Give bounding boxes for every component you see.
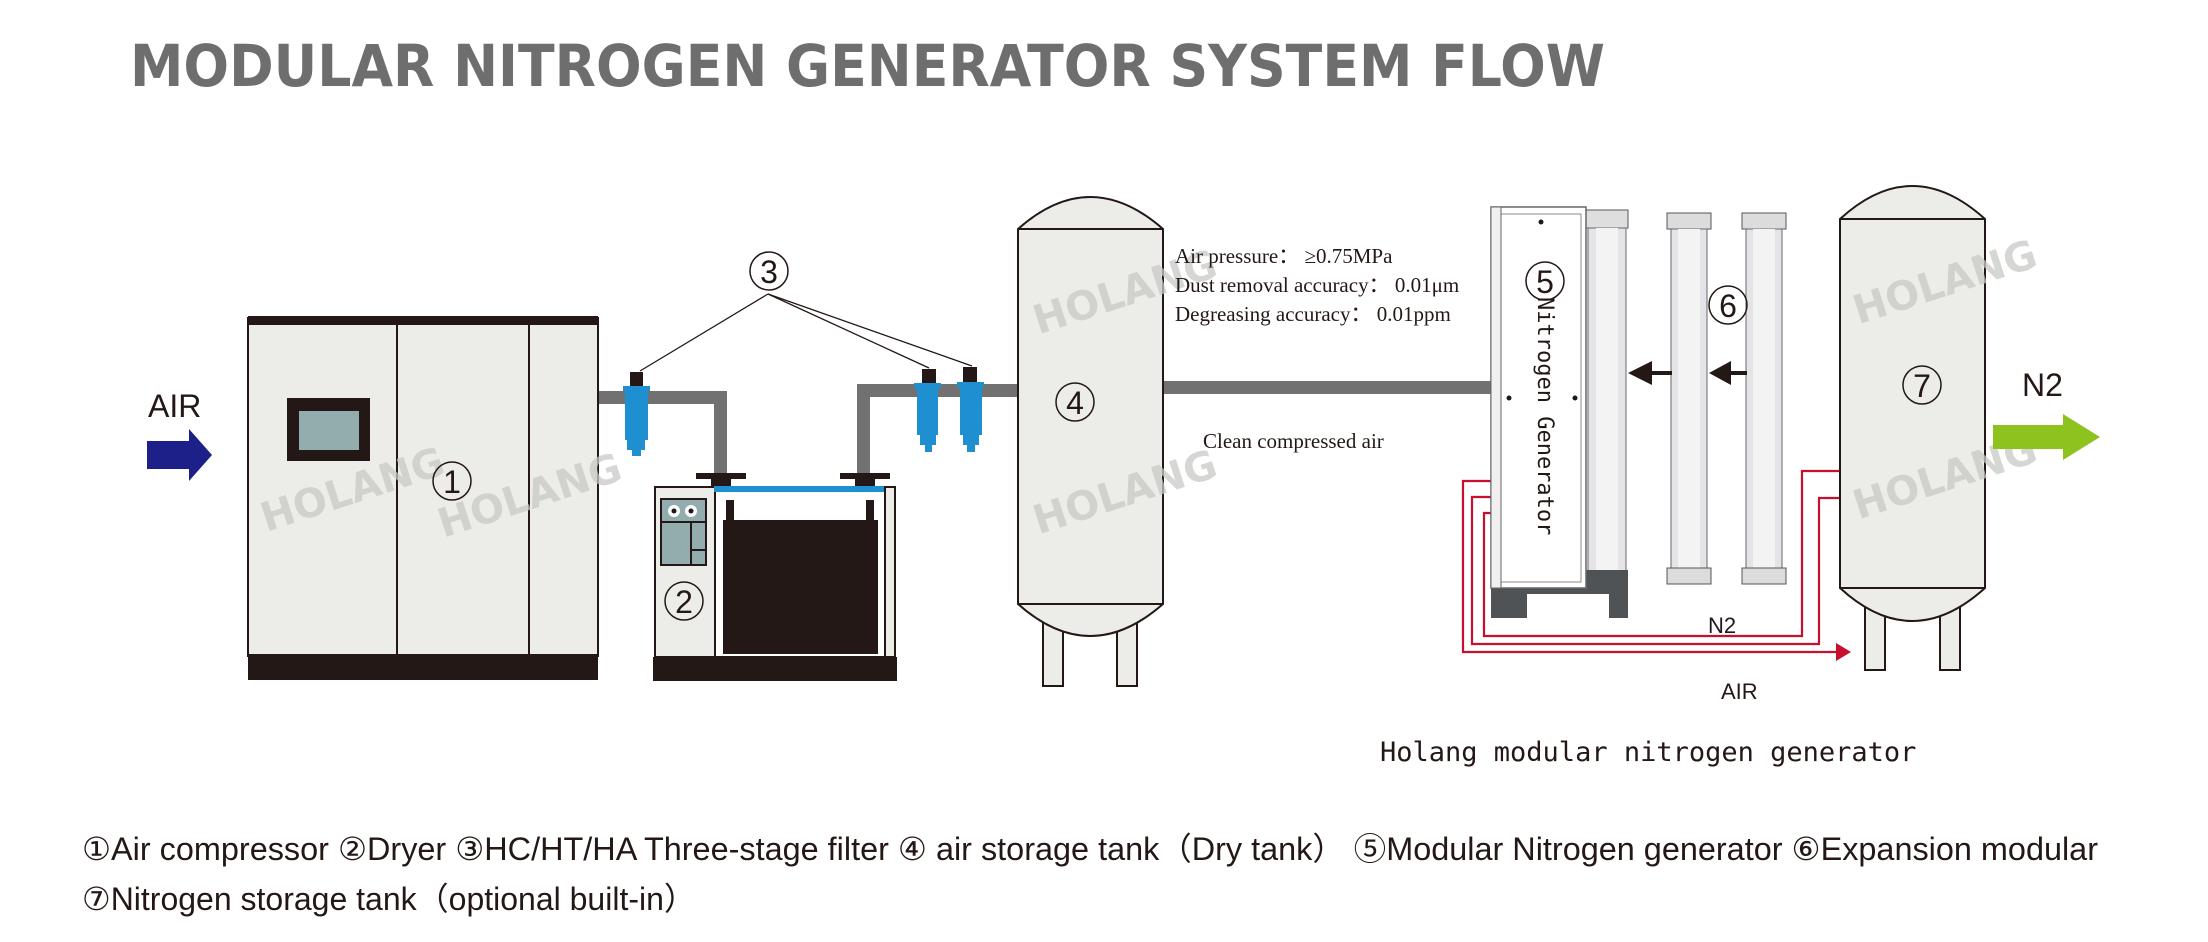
expansion-column bbox=[1741, 212, 1787, 585]
spec-air-pressure: Air pressure： ≥0.75MPa bbox=[1175, 244, 1393, 268]
spec-degreasing: Degreasing accuracy： 0.01ppm bbox=[1175, 302, 1451, 326]
expansion-column bbox=[1666, 212, 1712, 585]
n2-line-outer bbox=[1470, 495, 1841, 646]
expansion-number: 6 bbox=[1719, 288, 1737, 324]
flow-lines bbox=[1461, 469, 1851, 661]
n2-outlet: N2 bbox=[1993, 367, 2100, 460]
flow-left-arrow-icon bbox=[1628, 361, 1672, 385]
pipe-label: Clean compressed air bbox=[1203, 429, 1384, 453]
compressor-number: 1 bbox=[443, 464, 461, 500]
air-inlet-arrow-icon bbox=[147, 429, 212, 481]
generator-number: 5 bbox=[1536, 264, 1554, 300]
page-title: MODULAR NITROGEN GENERATOR SYSTEM FLOW bbox=[130, 32, 1605, 100]
n2-outlet-arrow-icon bbox=[1993, 414, 2100, 460]
air-tank-number: 4 bbox=[1066, 385, 1084, 421]
n2-line-inner bbox=[1482, 469, 1841, 638]
legend-line-2: ⑦Nitrogen storage tank（optional built-in… bbox=[82, 881, 696, 917]
air-inlet-label: AIR bbox=[148, 388, 201, 424]
filter-hc bbox=[623, 372, 650, 456]
modular-nitrogen-generator[interactable]: 5 Nitrogen Generator bbox=[1490, 206, 1629, 618]
spec-dust-removal: Dust removal accuracy： 0.01μm bbox=[1175, 273, 1459, 297]
air-storage-tank[interactable]: HOLANG HOLANG 4 bbox=[1017, 196, 1223, 687]
generator-label: Nitrogen Generator bbox=[1532, 297, 1557, 535]
diagram-caption: Holang modular nitrogen generator bbox=[1380, 737, 1916, 768]
n2-outlet-label: N2 bbox=[2022, 367, 2063, 403]
n2-tank-number: 7 bbox=[1913, 368, 1931, 404]
filter-ht bbox=[914, 369, 941, 452]
refrigerated-dryer[interactable]: 2 bbox=[653, 473, 897, 681]
air-flow-label: AIR bbox=[1721, 679, 1758, 704]
flow-left-arrow-icon bbox=[1709, 361, 1747, 385]
nitrogen-storage-tank[interactable]: HOLANG HOLANG 7 bbox=[1839, 185, 2043, 671]
air-flow-arrow-icon bbox=[1836, 643, 1851, 661]
air-specs: Air pressure： ≥0.75MPa Dust removal accu… bbox=[1175, 244, 1459, 453]
n2-flow-label: N2 bbox=[1708, 613, 1736, 638]
expansion-modules[interactable]: 6 bbox=[1628, 212, 1787, 585]
three-stage-filters[interactable]: 3 bbox=[623, 251, 984, 456]
filters-number: 3 bbox=[760, 254, 778, 290]
legend-line-1: ①Air compressor ②Dryer ③HC/HT/HA Three-s… bbox=[82, 831, 2098, 867]
dryer-number: 2 bbox=[675, 584, 693, 620]
air-inlet: AIR bbox=[147, 388, 212, 481]
air-return-line bbox=[1461, 479, 1838, 654]
filter-ha bbox=[957, 367, 984, 452]
air-compressor[interactable]: HOLANG HOLANG 1 bbox=[247, 316, 627, 680]
